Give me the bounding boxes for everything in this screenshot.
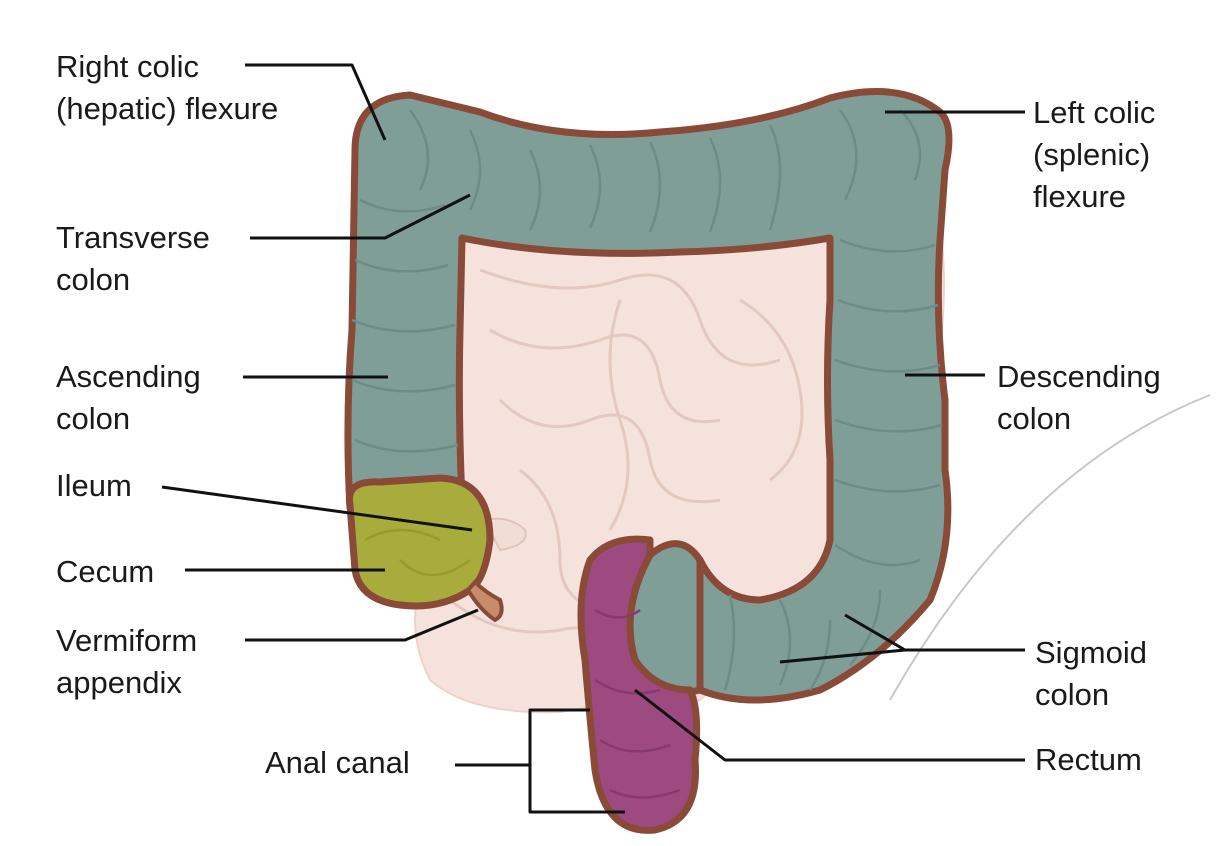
appendix-shape (465, 579, 504, 623)
leader-rectum (634, 688, 1025, 762)
body-outline-curve (889, 394, 1211, 701)
label-line: colon (56, 262, 131, 297)
leader-lines (161, 63, 1025, 814)
label-vermiform-appendix: Vermiform appendix (56, 620, 197, 704)
label-line: appendix (56, 665, 182, 700)
leader-transverse (250, 193, 471, 240)
label-line: Anal canal (265, 745, 410, 780)
leader-right-colic (245, 63, 387, 141)
rectum-shape (577, 535, 701, 834)
label-ascending-colon: Ascending colon (56, 356, 201, 440)
label-line: colon (56, 401, 131, 436)
label-sigmoid-colon: Sigmoid colon (1035, 632, 1147, 716)
label-line: (splenic) (1033, 137, 1151, 172)
cecum-shape (345, 474, 494, 610)
leader-sigmoid-2 (779, 648, 906, 664)
label-rectum: Rectum (1035, 739, 1142, 781)
label-line: colon (997, 401, 1072, 436)
label-line: Transverse (56, 220, 210, 255)
label-transverse-colon: Transverse colon (56, 217, 210, 301)
label-line: Descending (997, 359, 1161, 394)
label-line: Vermiform (56, 623, 198, 658)
label-line: Ileum (56, 468, 132, 503)
rectum-folds (594, 608, 681, 799)
label-right-colic-flexure: Right colic (hepatic) flexure (56, 46, 278, 130)
label-line: Left colic (1033, 95, 1156, 130)
label-descending-colon: Descending colon (997, 356, 1161, 440)
label-anal-canal: Anal canal (265, 742, 410, 784)
label-ileum: Ileum (56, 465, 132, 507)
label-line: colon (1035, 677, 1110, 712)
label-line: Ascending (56, 359, 201, 394)
label-line: Cecum (56, 554, 155, 589)
label-cecum: Cecum (56, 551, 154, 593)
cecum-folds (364, 528, 471, 577)
label-line: Right colic (56, 49, 199, 84)
label-line: (hepatic) flexure (56, 91, 279, 126)
leader-ileum (161, 485, 473, 532)
leader-appendix (245, 608, 479, 642)
label-line: Sigmoid (1035, 635, 1147, 670)
label-left-colic-flexure: Left colic (splenic) flexure (1033, 92, 1155, 218)
label-line: flexure (1033, 179, 1127, 214)
anal-canal-bracket (528, 708, 625, 814)
label-line: Rectum (1035, 742, 1142, 777)
